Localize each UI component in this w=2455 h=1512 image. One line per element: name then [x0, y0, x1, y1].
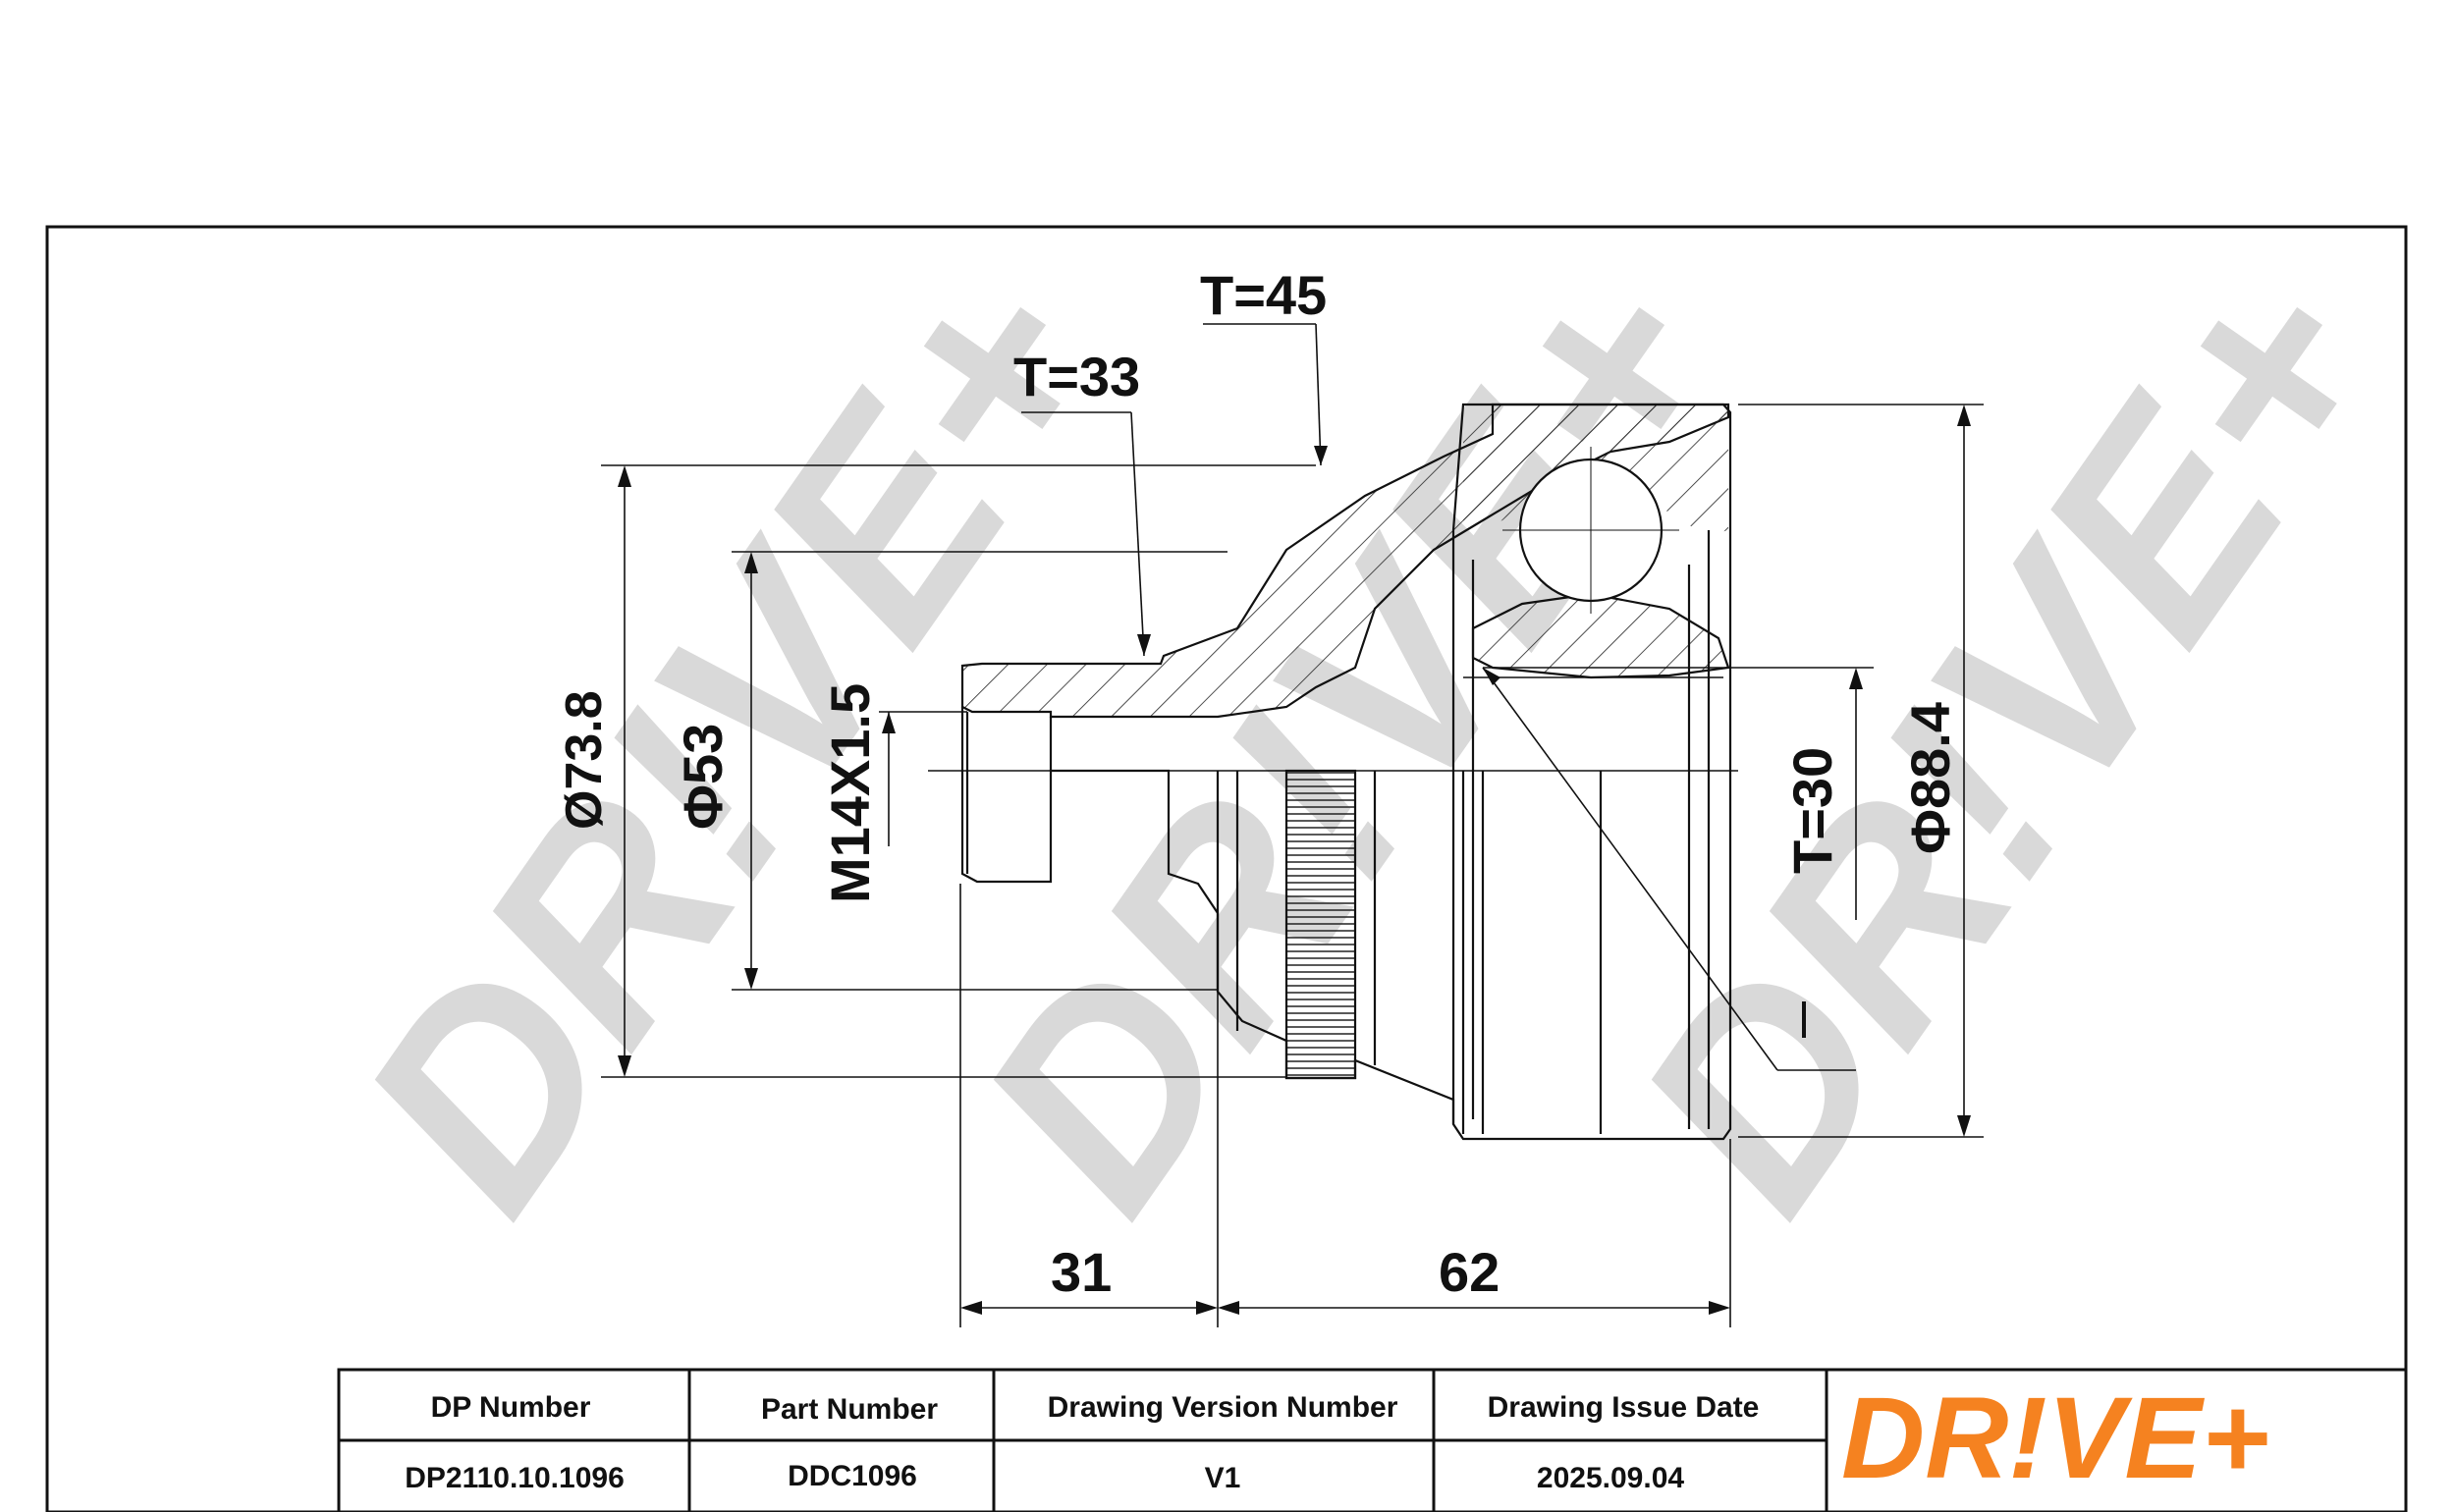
- dim-d88: Φ88.4: [1899, 702, 1961, 854]
- watermark-group: DR!VE+ DR!VE+ DR!VE+: [300, 218, 2440, 1263]
- dim-t30: T=30: [1781, 747, 1843, 874]
- dimension-lines: [601, 323, 1984, 1327]
- housing-outline: [1451, 403, 1732, 1141]
- value-part-number: DDC1096: [788, 1460, 917, 1492]
- dim-len31: 31: [1051, 1241, 1112, 1303]
- title-block: DP Number Part Number Drawing Version Nu…: [337, 1368, 2408, 1512]
- dim-len62: 62: [1439, 1241, 1500, 1303]
- dim-t45: T=45: [1200, 264, 1327, 326]
- value-drawing-version: V1: [1205, 1462, 1241, 1494]
- header-issue-date: Drawing Issue Date: [1488, 1391, 1760, 1424]
- dim-thread: M14X1.5: [819, 683, 881, 903]
- cv-joint-part: [928, 403, 1738, 1141]
- dim-d53: Φ53: [672, 724, 734, 830]
- header-dp-number: DP Number: [431, 1391, 591, 1424]
- arrowheads: [618, 405, 1971, 1315]
- header-drawing-version: Drawing Version Number: [1048, 1391, 1398, 1424]
- dim-d73: Ø73.8: [556, 690, 613, 830]
- abs-ring: [1284, 769, 1357, 1080]
- brand-logo: DR!VE+: [1841, 1374, 2269, 1503]
- drawing-frame: [45, 225, 2408, 1512]
- value-issue-date: 2025.09.04: [1537, 1462, 1684, 1494]
- header-part-number: Part Number: [761, 1393, 938, 1426]
- dim-t33: T=33: [1013, 346, 1140, 407]
- value-dp-number: DP2110.10.1096: [405, 1462, 625, 1494]
